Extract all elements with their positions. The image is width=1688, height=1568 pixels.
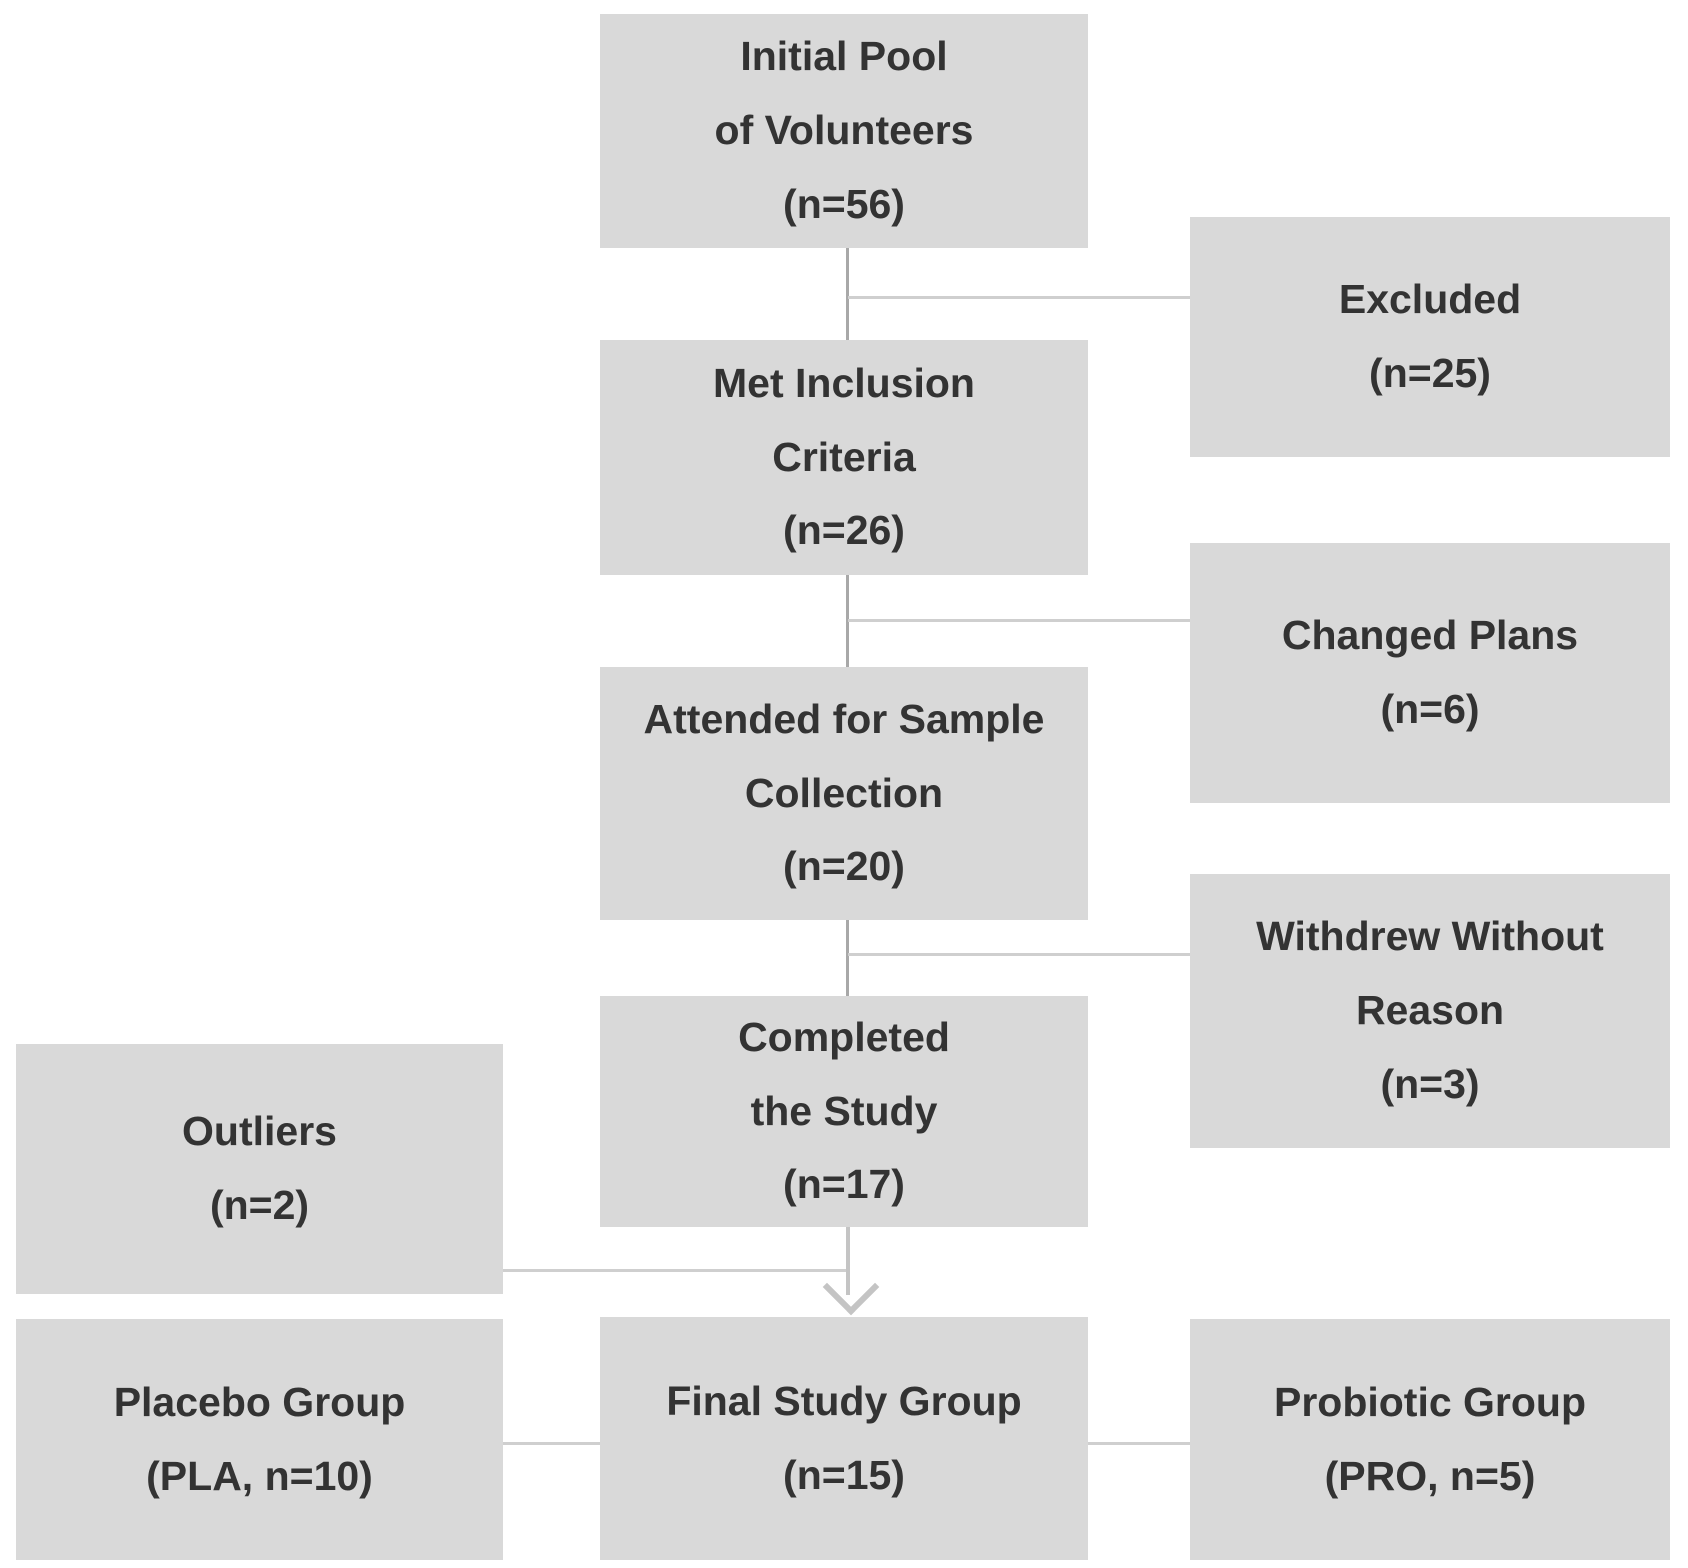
node-label-line: Initial Pool	[740, 33, 948, 80]
node-placebo-group: Placebo Group (PLA, n=10)	[16, 1319, 503, 1560]
branch-to-changed-plans	[848, 619, 1190, 622]
node-label-line: Withdrew Without	[1256, 913, 1604, 960]
node-final-study-group: Final Study Group (n=15)	[600, 1317, 1088, 1560]
node-excluded: Excluded (n=25)	[1190, 217, 1670, 457]
node-attended-collection: Attended for Sample Collection (n=20)	[600, 667, 1088, 920]
node-initial-pool: Initial Pool of Volunteers (n=56)	[600, 14, 1088, 248]
node-label-line: Final Study Group	[666, 1377, 1022, 1424]
branch-to-excluded	[848, 296, 1190, 299]
node-count: (n=15)	[783, 1451, 905, 1498]
node-label-line: Reason	[1355, 987, 1505, 1034]
branch-to-withdrew	[848, 953, 1190, 956]
node-met-inclusion: Met Inclusion Criteria (n=26)	[600, 340, 1088, 575]
node-count: (n=20)	[783, 843, 905, 890]
node-label-line: Changed Plans	[1281, 612, 1579, 659]
branch-to-placebo	[503, 1442, 600, 1445]
node-label-line: Met Inclusion	[713, 359, 975, 406]
node-label-line: Probiotic Group	[1273, 1378, 1587, 1425]
connector-initial-to-met	[846, 248, 849, 340]
node-label-line: the Study	[750, 1087, 938, 1134]
node-label-line: Completed	[738, 1013, 950, 1060]
node-label-line: of Volunteers	[714, 107, 974, 154]
node-withdrew: Withdrew Without Reason (n=3)	[1190, 874, 1670, 1148]
node-count: (n=25)	[1369, 350, 1491, 396]
node-count: (n=17)	[783, 1161, 905, 1208]
branch-to-probiotic	[1088, 1442, 1190, 1445]
node-label-line: Outliers	[182, 1108, 337, 1155]
node-changed-plans: Changed Plans (n=6)	[1190, 543, 1670, 803]
node-label-line: Placebo Group	[113, 1378, 406, 1425]
node-count: (n=3)	[1380, 1060, 1480, 1107]
node-label-line: Attended for Sample	[643, 695, 1045, 742]
node-label-line: Excluded	[1338, 276, 1522, 323]
node-count: (n=6)	[1380, 686, 1480, 732]
node-count: (n=26)	[783, 507, 905, 554]
branch-from-outliers	[503, 1269, 848, 1272]
node-label-line: Criteria	[772, 433, 916, 480]
node-probiotic-group: Probiotic Group (PRO, n=5)	[1190, 1319, 1670, 1560]
node-count: (n=56)	[783, 180, 905, 227]
connector-attended-to-completed	[846, 920, 849, 996]
arrow-stem	[846, 1227, 850, 1295]
node-count: (PLA, n=10)	[146, 1452, 373, 1499]
connector-met-to-attended	[846, 575, 849, 667]
node-count: (PRO, n=5)	[1324, 1452, 1536, 1499]
node-completed-study: Completed the Study (n=17)	[600, 996, 1088, 1227]
node-outliers: Outliers (n=2)	[16, 1044, 503, 1294]
arrow-down-icon	[822, 1258, 880, 1316]
node-count: (n=2)	[209, 1182, 310, 1228]
node-label-line: Collection	[744, 769, 944, 816]
